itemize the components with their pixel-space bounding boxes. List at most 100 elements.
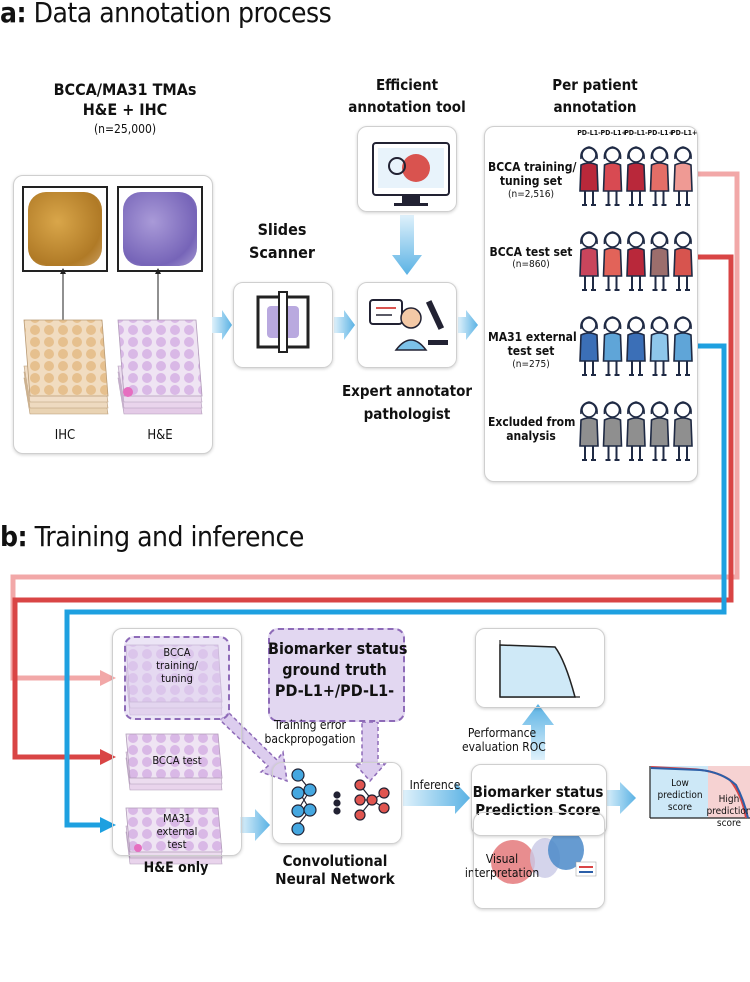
ma31-label-3: test	[167, 838, 187, 852]
low-line-3: score	[667, 802, 693, 813]
roc-line-1: Performance	[467, 726, 537, 740]
high-line-1: High	[718, 794, 740, 805]
roc-line-2: evaluation ROC	[462, 740, 546, 755]
high-score-label: High prediction score	[706, 794, 750, 830]
patient-icon	[579, 146, 599, 206]
cohort-line1: MA31 external	[488, 330, 577, 344]
ihc-core-image	[22, 186, 108, 272]
he-core-image	[117, 186, 203, 272]
ma31-label-1: MA31	[163, 812, 191, 825]
high-line-3: score	[716, 818, 742, 829]
cohort-rows: BCCA training/tuning set(n=2,516)BCCA te…	[484, 140, 696, 480]
low-line-1: Low	[671, 778, 689, 789]
patient-icon	[579, 316, 599, 376]
scanner-title-1: Slides	[257, 220, 307, 239]
pd-label: PD-L1+	[600, 129, 627, 137]
cnn-label: Convolutional Neural Network	[255, 852, 415, 888]
patient-icon	[579, 231, 599, 291]
cohort-line2: test set	[507, 344, 555, 359]
scanner-title-2: Scanner	[249, 243, 315, 262]
annotator-title-1: Expert annotator	[341, 382, 473, 400]
tma-stains: H&E + IHC	[82, 100, 168, 119]
test-slide-stack	[125, 733, 223, 791]
he-slide-stack	[117, 319, 203, 415]
scanner-icon	[256, 291, 310, 353]
dataset-panel	[112, 628, 242, 856]
patient-icon	[649, 401, 670, 461]
ihc-label: IHC	[54, 428, 76, 443]
patient-icon	[602, 401, 623, 461]
roc-label: Performance evaluation ROC	[462, 726, 546, 755]
prediction-label: Biomarker status Prediction Score	[471, 783, 605, 819]
section-a-title: a: Data annotation process	[0, 0, 332, 29]
roc-panel	[475, 628, 605, 708]
train-label: BCCA training/ tuning	[134, 646, 220, 686]
section-b-title: b: Training and inference	[0, 520, 304, 553]
annotator-title-2: pathologist	[363, 405, 451, 423]
roc-curve	[499, 640, 580, 698]
train-label-3: tuning	[161, 672, 193, 686]
patient-icon	[626, 316, 646, 376]
he-only-label: H&E only	[143, 860, 209, 876]
patient-icon	[673, 231, 693, 291]
cohort-count: (n=2,516)	[507, 188, 554, 200]
pd-label: PD-L1+	[671, 129, 698, 137]
patient-icon	[649, 316, 670, 376]
cohort-line2: tuning set	[499, 174, 563, 189]
visual-label: Visual interpretation	[462, 852, 542, 881]
cohort-label: BCCA training/tuning set(n=2,516)	[488, 160, 576, 201]
tool-title-1: Efficient	[375, 76, 439, 94]
low-score-label: Low prediction score	[652, 778, 708, 814]
pd-label: PD-L1+	[647, 129, 674, 137]
patient-icons-row	[579, 146, 693, 206]
ihc-slide-stack	[23, 319, 109, 415]
visual-line-2: interpretation	[464, 866, 540, 881]
patient-icon	[673, 316, 693, 376]
patient-icon	[602, 146, 623, 206]
error-line-2: backpropogation	[264, 732, 356, 747]
patient-icons-row	[579, 231, 693, 291]
tma-count: (n=25,000)	[93, 122, 157, 136]
train-label-2: training/	[156, 659, 198, 673]
error-label: Training error backpropogation	[255, 718, 365, 747]
ma31-slide-stack	[125, 807, 223, 865]
error-line-1: Training error	[274, 718, 346, 732]
patient-icon	[602, 316, 623, 376]
pd-label-row: PD-L1-PD-L1+PD-L1-PD-L1+PD-L1+	[577, 129, 698, 141]
patient-icon	[649, 231, 670, 291]
training-set-box	[124, 636, 230, 720]
inference-label: Inference	[409, 778, 461, 792]
annotator-panel	[357, 282, 457, 368]
monitor-icon	[372, 142, 450, 206]
prediction-line-1: Biomarker status	[472, 783, 604, 801]
ma31-label-2: external	[156, 825, 198, 839]
ma31-label: MA31 external test	[134, 812, 220, 852]
low-line-2: prediction	[657, 790, 703, 801]
patient-icons-row	[579, 401, 693, 461]
per-patient-title-1: Per patient	[552, 76, 638, 94]
scatter-panel	[473, 812, 605, 909]
ground-truth-line-3: PD-L1+/PD-L1-	[274, 681, 395, 701]
pd-label: PD-L1-	[624, 129, 648, 137]
ground-truth-line-2: ground truth	[282, 660, 387, 680]
cohort-line1: Excluded from	[488, 415, 576, 429]
pd-label: PD-L1-	[577, 129, 601, 137]
ground-truth-line-1: Biomarker status	[268, 639, 408, 658]
patient-icon	[626, 401, 646, 461]
prediction-distribution	[649, 766, 750, 819]
cnn-icon	[291, 768, 390, 836]
cohort-line2: analysis	[506, 429, 556, 444]
tool-title-2: annotation tool	[348, 98, 466, 116]
patient-icon	[626, 146, 646, 206]
test-label: BCCA test	[152, 754, 202, 767]
cnn-line-1: Convolutional	[282, 852, 388, 870]
prediction-line-2: Prediction Score	[475, 801, 601, 819]
train-label-1: BCCA	[163, 646, 191, 659]
tool-panel	[357, 126, 457, 212]
cnn-line-2: Neural Network	[275, 870, 395, 888]
tma-title: BCCA/MA31 TMAs	[53, 80, 197, 99]
ground-truth-box	[268, 628, 405, 722]
he-label: H&E	[147, 428, 173, 443]
patient-icon	[673, 146, 693, 206]
